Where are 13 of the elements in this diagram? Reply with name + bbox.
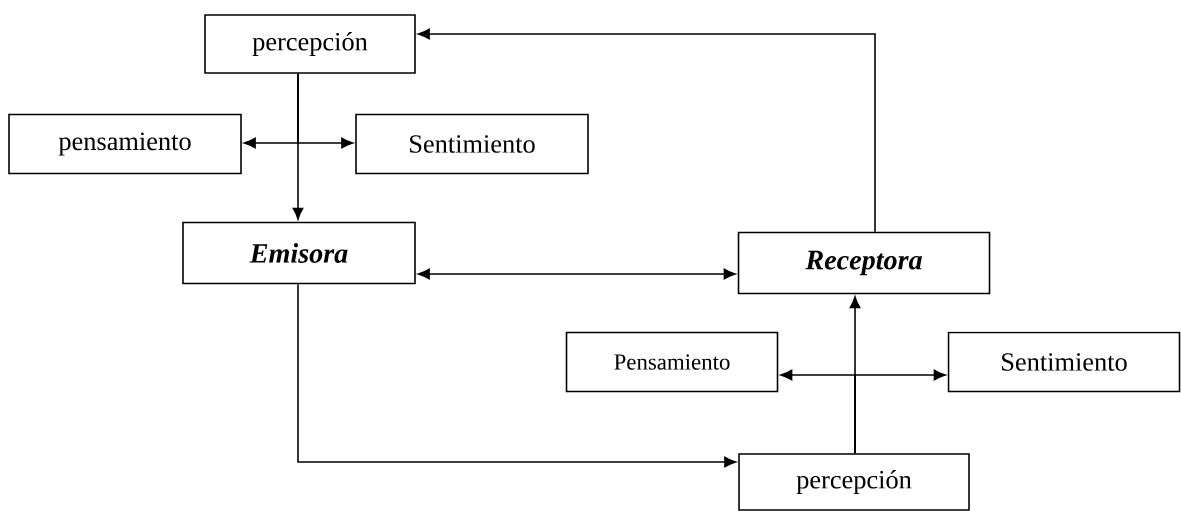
text-box: Receptora xyxy=(737,231,991,295)
arrow xyxy=(417,268,736,280)
text-box: Sentimiento xyxy=(947,331,1181,393)
text-box: pensamiento xyxy=(8,113,242,175)
text-box: percepción xyxy=(204,14,416,74)
arrow xyxy=(417,28,876,233)
arrow xyxy=(849,296,861,454)
text-box: Emisora xyxy=(182,221,416,285)
text-box: Pensamiento xyxy=(565,331,779,393)
arrow xyxy=(292,73,304,220)
text-box: percepción xyxy=(738,453,970,511)
text-box: Sentimiento xyxy=(355,113,589,175)
arrow xyxy=(297,283,737,468)
